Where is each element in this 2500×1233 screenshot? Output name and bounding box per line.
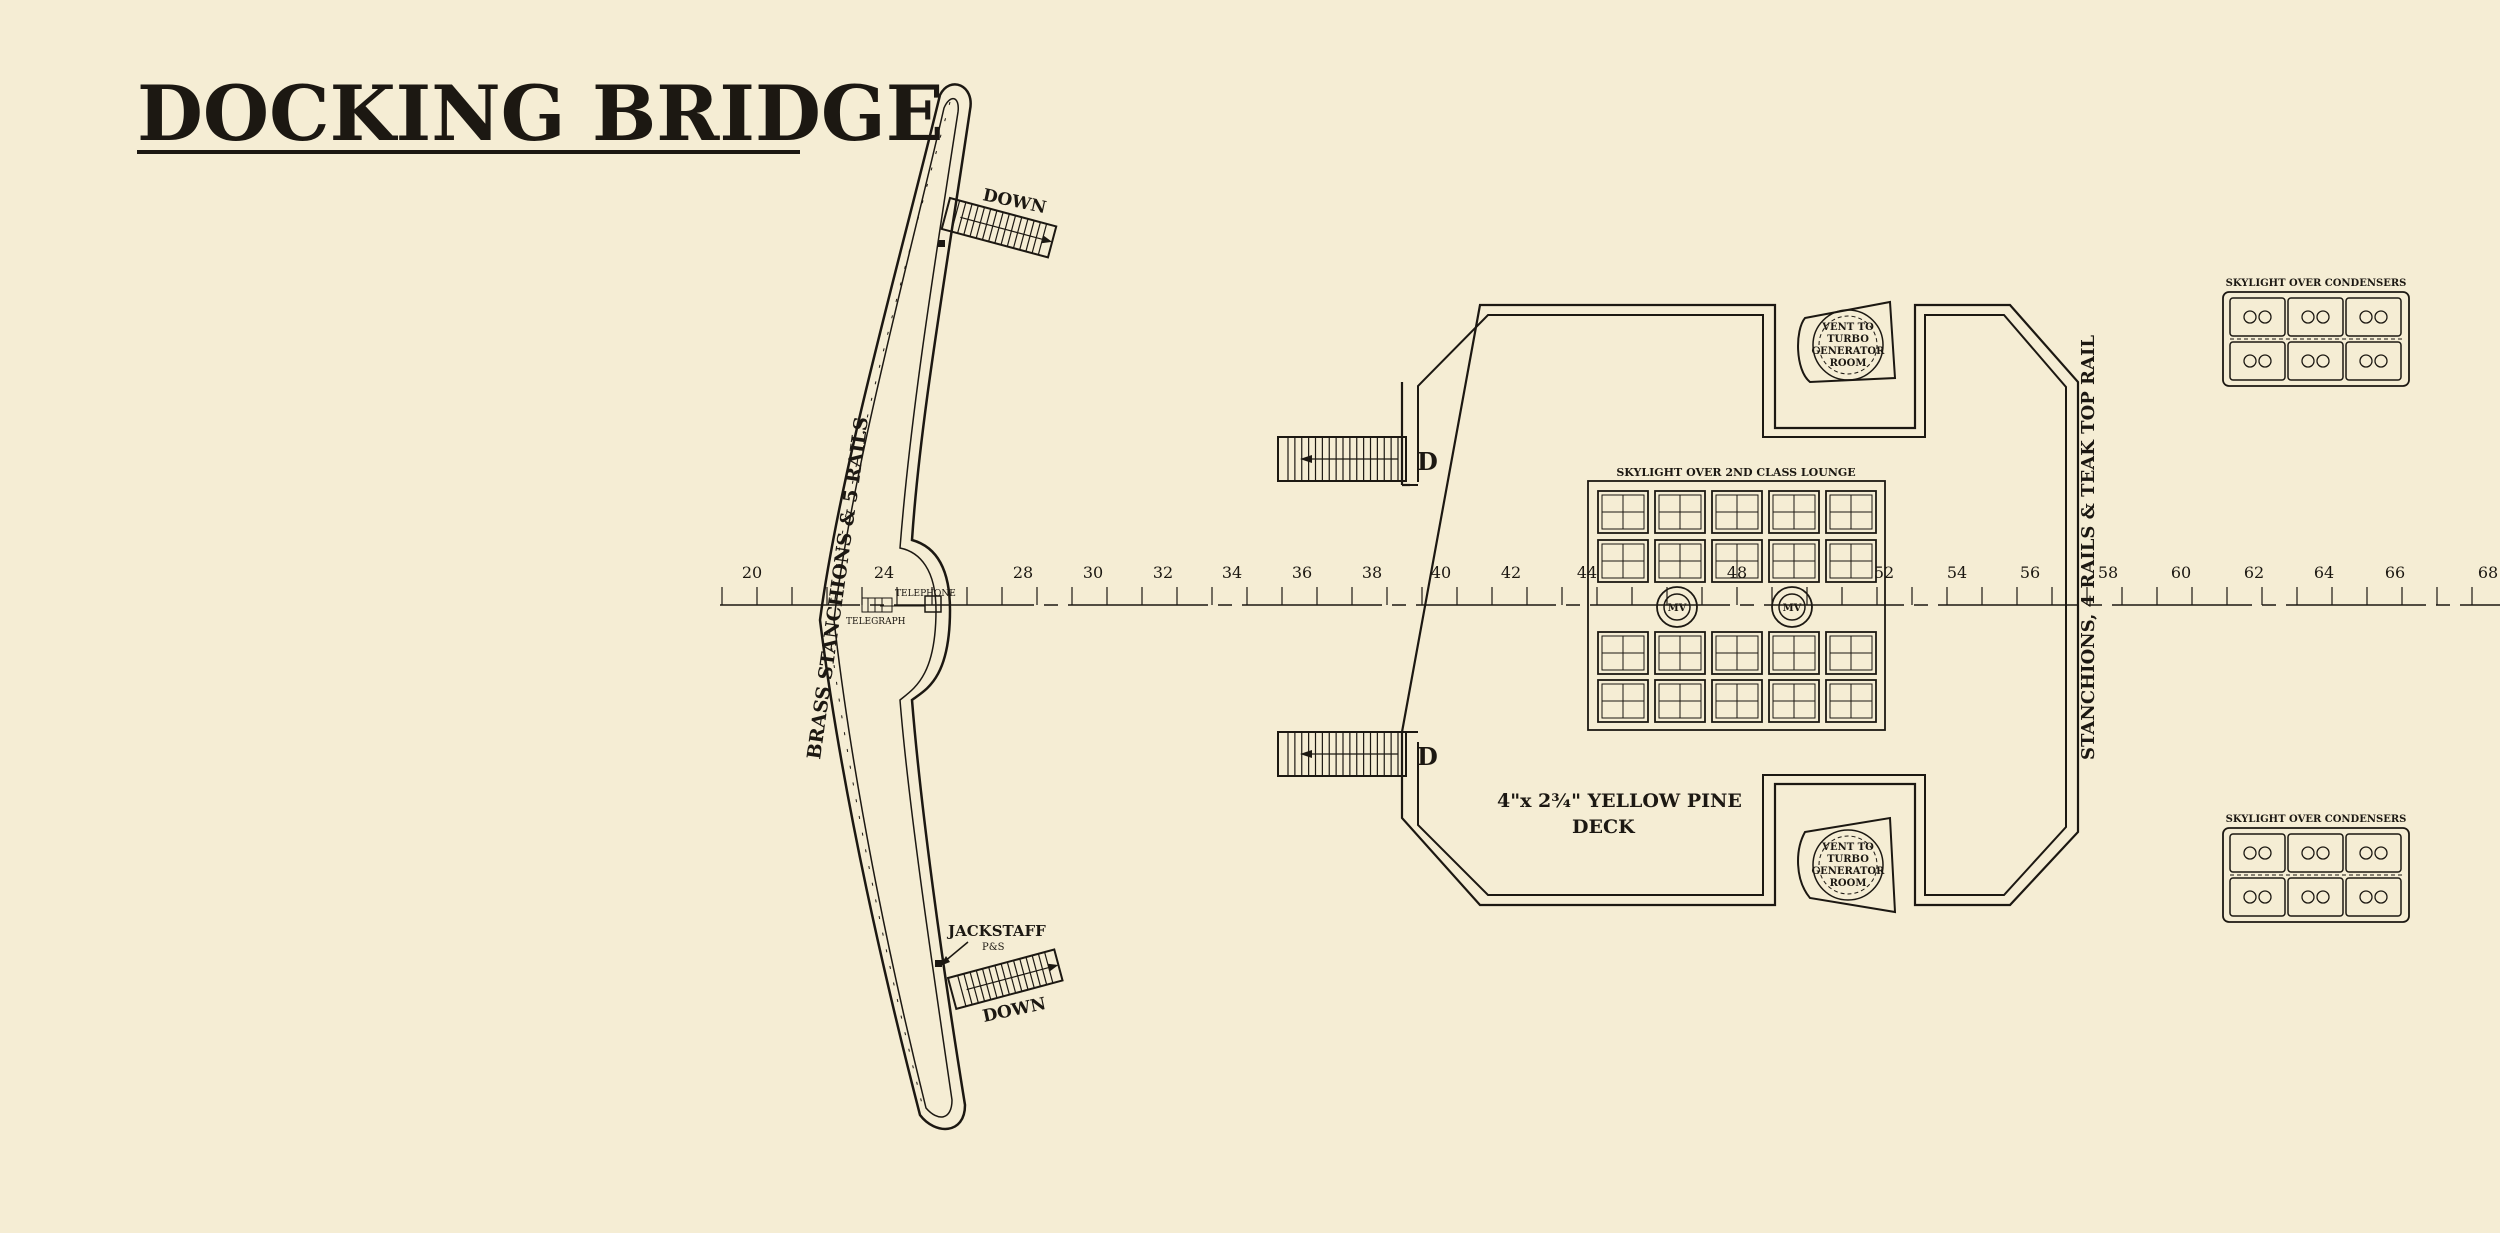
- jackstaff-ps-label: P&S: [982, 942, 1005, 953]
- condenser-skylight-cell: [2345, 341, 2402, 381]
- stair-d-top: [1277, 436, 1407, 482]
- skylight-lounge: MV MV: [1587, 480, 1886, 731]
- frame-number-42: 42: [1501, 563, 1521, 582]
- skylight-condensers-top: [2222, 291, 2410, 387]
- skylight-condensers-bottom: [2222, 827, 2410, 923]
- skylight-pane: [1597, 679, 1649, 723]
- skylight-pane: [1825, 490, 1877, 534]
- frame-number-30: 30: [1083, 563, 1103, 582]
- condenser-skylight-cell: [2229, 833, 2286, 873]
- frame-number-64: 64: [2314, 563, 2334, 582]
- frame-number-36: 36: [1292, 563, 1312, 582]
- page-title: DOCKING BRIDGE: [137, 69, 944, 158]
- deck-label-line1: 4"x 2¾" YELLOW PINE: [1497, 790, 1742, 812]
- skylight-pane: [1597, 631, 1649, 675]
- teak-rails-label: STANCHIONS, 4 RAILS & TEAK TOP RAIL: [2078, 335, 2099, 760]
- frame-number-58: 58: [2098, 563, 2118, 582]
- frame-number-62: 62: [2244, 563, 2264, 582]
- jackstaff-label: JACKSTAFF: [946, 922, 1046, 940]
- vent-text-line: GENERATOR: [1812, 346, 1886, 357]
- frame-number-68: 68: [2478, 563, 2498, 582]
- condenser-skylight-cell: [2287, 297, 2344, 337]
- skylight-pane: [1654, 539, 1706, 583]
- vent-text-line: ROOM: [1830, 878, 1867, 889]
- vent-text-line: GENERATOR: [1812, 866, 1886, 877]
- skylight-pane: [1654, 679, 1706, 723]
- condenser-skylight-cell: [2287, 833, 2344, 873]
- condenser-skylight-cell: [2229, 297, 2286, 337]
- skylight-pane: [1825, 679, 1877, 723]
- skylight-pane: [1711, 679, 1763, 723]
- skylight-pane: [1768, 539, 1820, 583]
- frame-number-28: 28: [1013, 563, 1033, 582]
- skylight-pane: [1597, 539, 1649, 583]
- frame-number-44: 44: [1577, 563, 1597, 582]
- stair-d-bottom-label: D: [1417, 742, 1438, 771]
- frame-number-34: 34: [1222, 563, 1242, 582]
- skylight-lounge-label: SKYLIGHT OVER 2ND CLASS LOUNGE: [1616, 466, 1855, 479]
- skylight-pane: [1711, 631, 1763, 675]
- bridge-wing: TELEPHONE TELEGRAPH JACKSTAFF P&S: [818, 83, 1046, 1131]
- skylight-pane: [1768, 490, 1820, 534]
- skylight-pane: [1825, 539, 1877, 583]
- skylight-pane: [1825, 631, 1877, 675]
- frame-number-56: 56: [2020, 563, 2040, 582]
- frame-number-38: 38: [1362, 563, 1382, 582]
- condenser-skylight-cell: [2229, 341, 2286, 381]
- vent-text-line: VENT TO: [1821, 322, 1874, 333]
- vent-text-line: TURBO: [1827, 334, 1869, 345]
- stair-d-top-label: D: [1417, 447, 1438, 476]
- frame-number-60: 60: [2171, 563, 2191, 582]
- deck-outline: [1400, 303, 2080, 907]
- condenser-skylight-cell: [2287, 341, 2344, 381]
- stair-d-bottom: [1277, 731, 1407, 777]
- frame-number-32: 32: [1153, 563, 1173, 582]
- mv-label-1: MV: [1668, 603, 1687, 614]
- skylight-condensers-top-label: SKYLIGHT OVER CONDENSERS: [2226, 278, 2407, 289]
- frame-number-20: 20: [742, 563, 762, 582]
- frame-number-40: 40: [1431, 563, 1451, 582]
- skylight-pane: [1711, 490, 1763, 534]
- vent-text-line: TURBO: [1827, 854, 1869, 865]
- deck-label-line2: DECK: [1572, 816, 1636, 838]
- skylight-pane: [1597, 490, 1649, 534]
- skylight-condensers-bottom-label: SKYLIGHT OVER CONDENSERS: [2226, 814, 2407, 825]
- condenser-skylight-cell: [2229, 877, 2286, 917]
- condenser-skylight-cell: [2287, 877, 2344, 917]
- condenser-skylight-cell: [2345, 833, 2402, 873]
- skylight-pane: [1711, 539, 1763, 583]
- telephone-label: TELEPHONE: [895, 589, 956, 599]
- frame-number-52: 52: [1874, 563, 1894, 582]
- stair-down-bottom: [946, 948, 1064, 1011]
- skylight-pane: [1768, 631, 1820, 675]
- skylight-pane: [1654, 631, 1706, 675]
- mv-label-2: MV: [1783, 603, 1802, 614]
- down-top-label: DOWN: [981, 185, 1048, 218]
- skylight-pane: [1654, 490, 1706, 534]
- stair-down-top: [940, 196, 1058, 259]
- condenser-skylight-cell: [2345, 877, 2402, 917]
- vent-text-line: ROOM: [1830, 358, 1867, 369]
- telegraph-label: TELEGRAPH: [846, 617, 906, 627]
- vent-text-line: VENT TO: [1821, 842, 1874, 853]
- frame-number-54: 54: [1947, 563, 1967, 582]
- skylight-pane: [1768, 679, 1820, 723]
- frame-number-24: 24: [874, 563, 894, 582]
- condenser-skylight-cell: [2345, 297, 2402, 337]
- frame-number-66: 66: [2385, 563, 2405, 582]
